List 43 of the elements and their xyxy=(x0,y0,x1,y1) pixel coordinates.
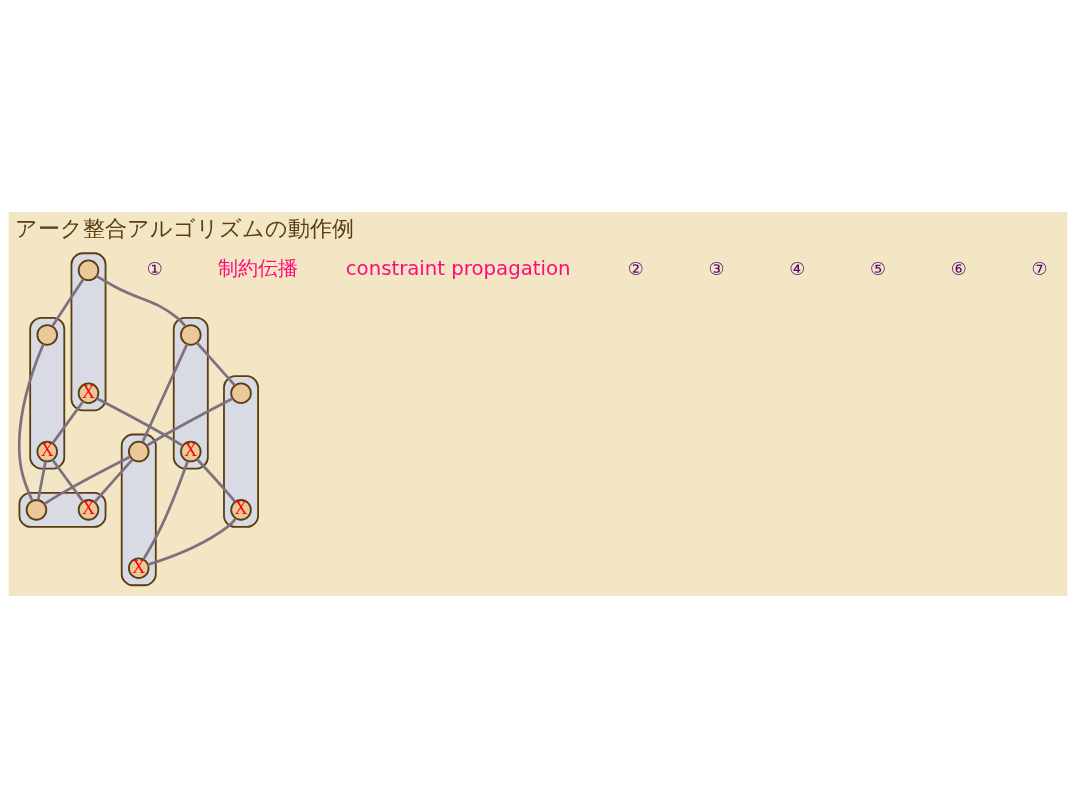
label: ③ xyxy=(708,257,725,279)
label: ④ xyxy=(789,257,806,279)
diagram-title: アーク整合アルゴリズムの動作例 xyxy=(14,215,354,241)
connector xyxy=(51,458,85,502)
connector xyxy=(17,343,45,501)
node-circle: X xyxy=(36,440,58,462)
label: ⑤ xyxy=(869,257,887,279)
node-circle: X xyxy=(180,440,202,462)
label: ⑦ xyxy=(1031,257,1048,279)
cluster xyxy=(223,374,259,528)
node-circle: X xyxy=(77,381,100,404)
connector xyxy=(146,396,234,447)
connector xyxy=(51,400,85,444)
connector xyxy=(43,455,131,505)
node-circle xyxy=(77,259,100,281)
cluster xyxy=(29,316,66,469)
connector xyxy=(141,343,189,443)
connector xyxy=(96,396,184,447)
node-circle xyxy=(230,381,252,404)
connector xyxy=(142,460,189,560)
label: ⑥ xyxy=(950,257,967,279)
connector xyxy=(147,516,237,566)
node-circle: X xyxy=(230,498,252,521)
node-circle xyxy=(180,323,202,346)
node-circle xyxy=(25,498,48,521)
connector xyxy=(95,274,187,327)
label: ② xyxy=(627,257,644,279)
connector xyxy=(51,277,85,327)
connector xyxy=(196,457,237,503)
connector xyxy=(36,460,47,500)
cluster xyxy=(120,433,157,586)
node-circle xyxy=(36,323,58,346)
label: ① xyxy=(146,257,163,279)
cluster xyxy=(70,251,107,411)
label: constraint propagation xyxy=(345,256,571,280)
node-circle: X xyxy=(128,556,150,579)
node-circle: X xyxy=(77,498,100,521)
label: 制約伝播 xyxy=(218,256,299,280)
connector xyxy=(195,341,236,386)
node-circle xyxy=(128,440,150,462)
connector xyxy=(93,458,134,503)
cluster xyxy=(172,316,209,469)
cluster xyxy=(18,491,107,528)
